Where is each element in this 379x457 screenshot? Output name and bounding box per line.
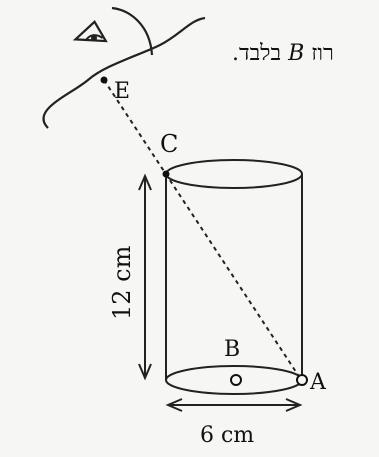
header-suffix: רוז [311, 41, 334, 66]
label-height: 12 cm [108, 245, 136, 320]
label-diameter: 6 cm [200, 423, 254, 448]
wavy-curve-lower [42, 16, 206, 129]
header-text: רוז B בלבד. [232, 40, 334, 66]
cylinder-bottom-back [165, 365, 303, 381]
point-E [100, 76, 108, 84]
cylinder-bottom-front [165, 379, 303, 395]
sight-line [103, 79, 301, 379]
height-arrow-head-top [138, 173, 152, 191]
label-B: B [224, 337, 240, 362]
point-C [162, 170, 170, 178]
label-C: C [160, 130, 178, 158]
diameter-arrow-head-left [165, 398, 183, 412]
point-A [296, 374, 308, 386]
point-B [230, 374, 242, 386]
height-arrow-head-bottom [138, 363, 152, 381]
header-variable: B [288, 41, 305, 66]
eye-icon [72, 20, 108, 43]
diameter-arrow-head-right [285, 398, 303, 412]
header-prefix: בלבד. [232, 41, 282, 66]
label-E: E [114, 79, 130, 104]
label-A: A [309, 370, 327, 395]
cylinder-top [165, 159, 303, 189]
wavy-curve-upper [111, 6, 154, 56]
